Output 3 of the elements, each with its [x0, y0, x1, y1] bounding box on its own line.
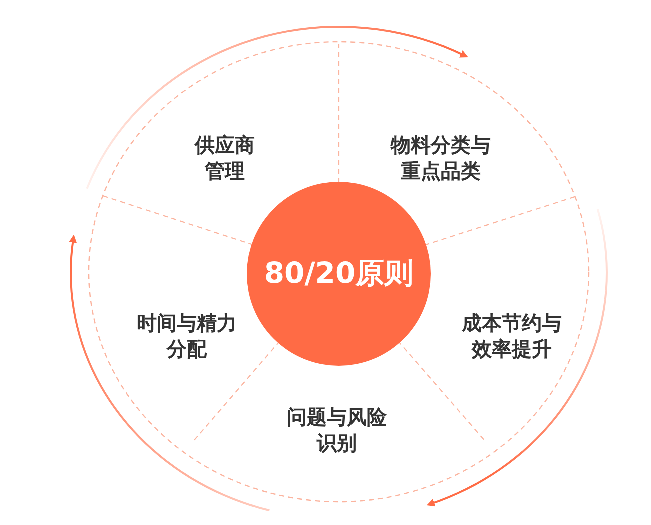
center-circle: 80/20原则 [247, 182, 431, 366]
segment-label: 成本节约与效率提升 [445, 306, 579, 366]
segment-label: 问题与风险识别 [270, 400, 404, 460]
